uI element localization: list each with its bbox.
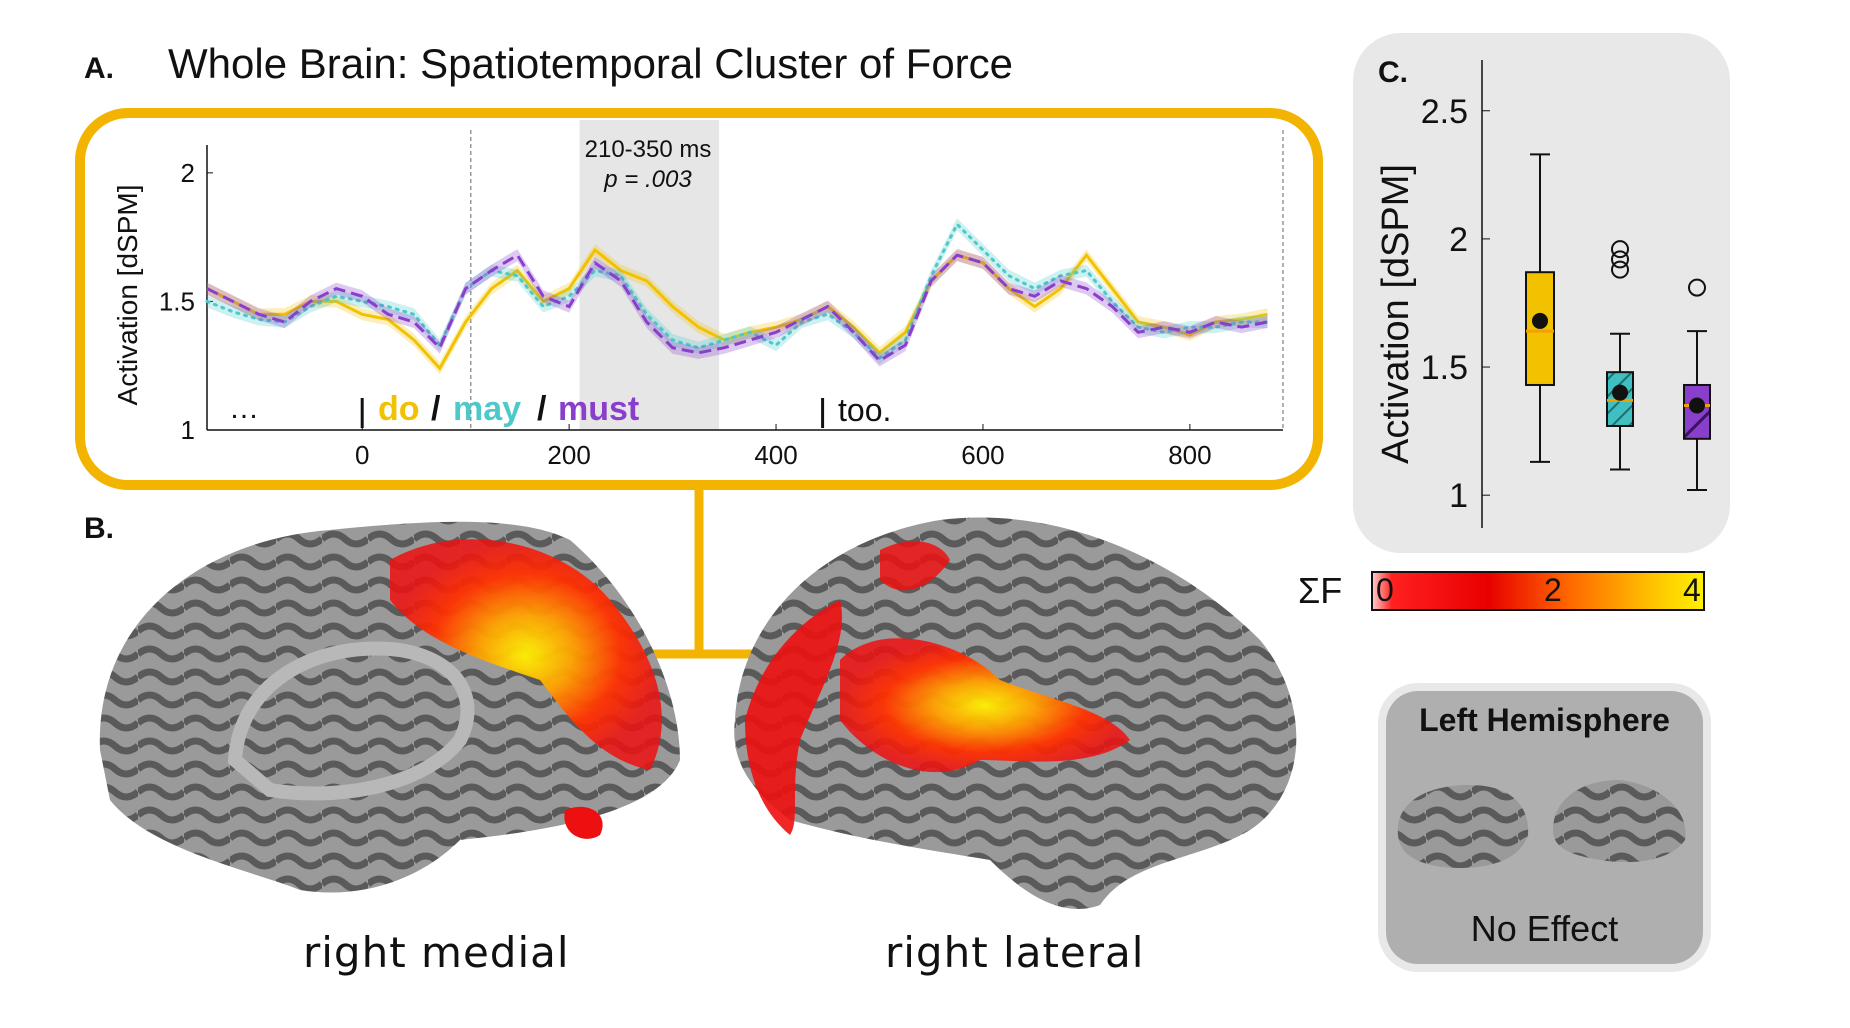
word-may: may — [453, 390, 522, 428]
x-tick-label-2: 400 — [754, 440, 797, 470]
box-y-tick-label-1: 1.5 — [1421, 349, 1468, 387]
box-y-axis-label: Activation [dSPM] — [1375, 164, 1417, 464]
series-do — [206, 247, 1268, 371]
x-tick-label-4: 800 — [1168, 440, 1211, 470]
mean-may — [1612, 384, 1628, 401]
slash-2: / — [537, 390, 547, 428]
y-axis-label: Activation [dSPM] — [112, 185, 143, 406]
x-tick-label-1: 200 — [547, 440, 590, 470]
left-hemisphere-result: No Effect — [1470, 908, 1619, 949]
caption-right-lateral: right lateral — [885, 928, 1145, 977]
sentence-ellipsis: … — [229, 392, 259, 425]
panel-a-title: Whole Brain: Spatiotemporal Cluster of F… — [168, 40, 1014, 87]
box-y-tick-label-3: 2.5 — [1421, 93, 1468, 131]
band-must — [207, 249, 1268, 367]
panel-a-label: A. — [84, 52, 114, 85]
mean-do — [1532, 312, 1548, 329]
band-do — [207, 244, 1268, 375]
word-do: do — [378, 390, 420, 428]
outlier-may-1 — [1611, 250, 1629, 269]
box-y-tick-label-0: 1 — [1449, 477, 1468, 515]
colorbar-tick-0: 0 — [1376, 572, 1394, 608]
word-must: must — [558, 390, 640, 428]
y-tick-label-1: 1.5 — [159, 286, 195, 316]
panel-c-label: C. — [1378, 56, 1408, 89]
significance-window — [579, 120, 720, 430]
word-too: too. — [838, 392, 892, 428]
colorbar-tick-2: 2 — [1544, 572, 1562, 608]
window-label: 210-350 ms — [584, 136, 712, 163]
x-tick-label-3: 600 — [961, 440, 1004, 470]
colorbar-tick-4: 4 — [1683, 572, 1701, 608]
outlier-must-0 — [1688, 278, 1706, 297]
brain-lateral — [734, 517, 1297, 909]
slash-1: / — [431, 390, 441, 428]
band-may — [207, 218, 1268, 364]
mini-brain-lateral — [1553, 780, 1686, 863]
p-value-label: p = .003 — [604, 166, 692, 193]
brain-medial — [99, 521, 680, 893]
y-tick-label-2: 2 — [181, 158, 195, 188]
line-chart-area: 1 1.5 2 0 200 400 600 800 Activation [dSPM] — [112, 120, 1284, 470]
panel-b-label: B. — [84, 512, 114, 545]
series-may — [205, 221, 1269, 360]
colorbar-label: ΣF — [1298, 570, 1343, 611]
mean-must — [1689, 397, 1705, 414]
mini-brain-medial — [1397, 785, 1529, 868]
x-tick-label-0: 0 — [355, 440, 369, 470]
y-tick-label-0: 1 — [181, 415, 195, 445]
colorbar — [1371, 571, 1705, 611]
outlier-may-0 — [1611, 260, 1629, 279]
caption-right-medial: right medial — [303, 928, 570, 977]
series-must — [206, 253, 1268, 363]
box-y-tick-label-2: 2 — [1449, 221, 1468, 259]
outlier-may-2 — [1611, 240, 1629, 259]
chart-frame — [75, 108, 1323, 490]
left-hemisphere-title: Left Hemisphere — [1419, 702, 1670, 738]
left-hemisphere-panel — [1386, 691, 1703, 964]
